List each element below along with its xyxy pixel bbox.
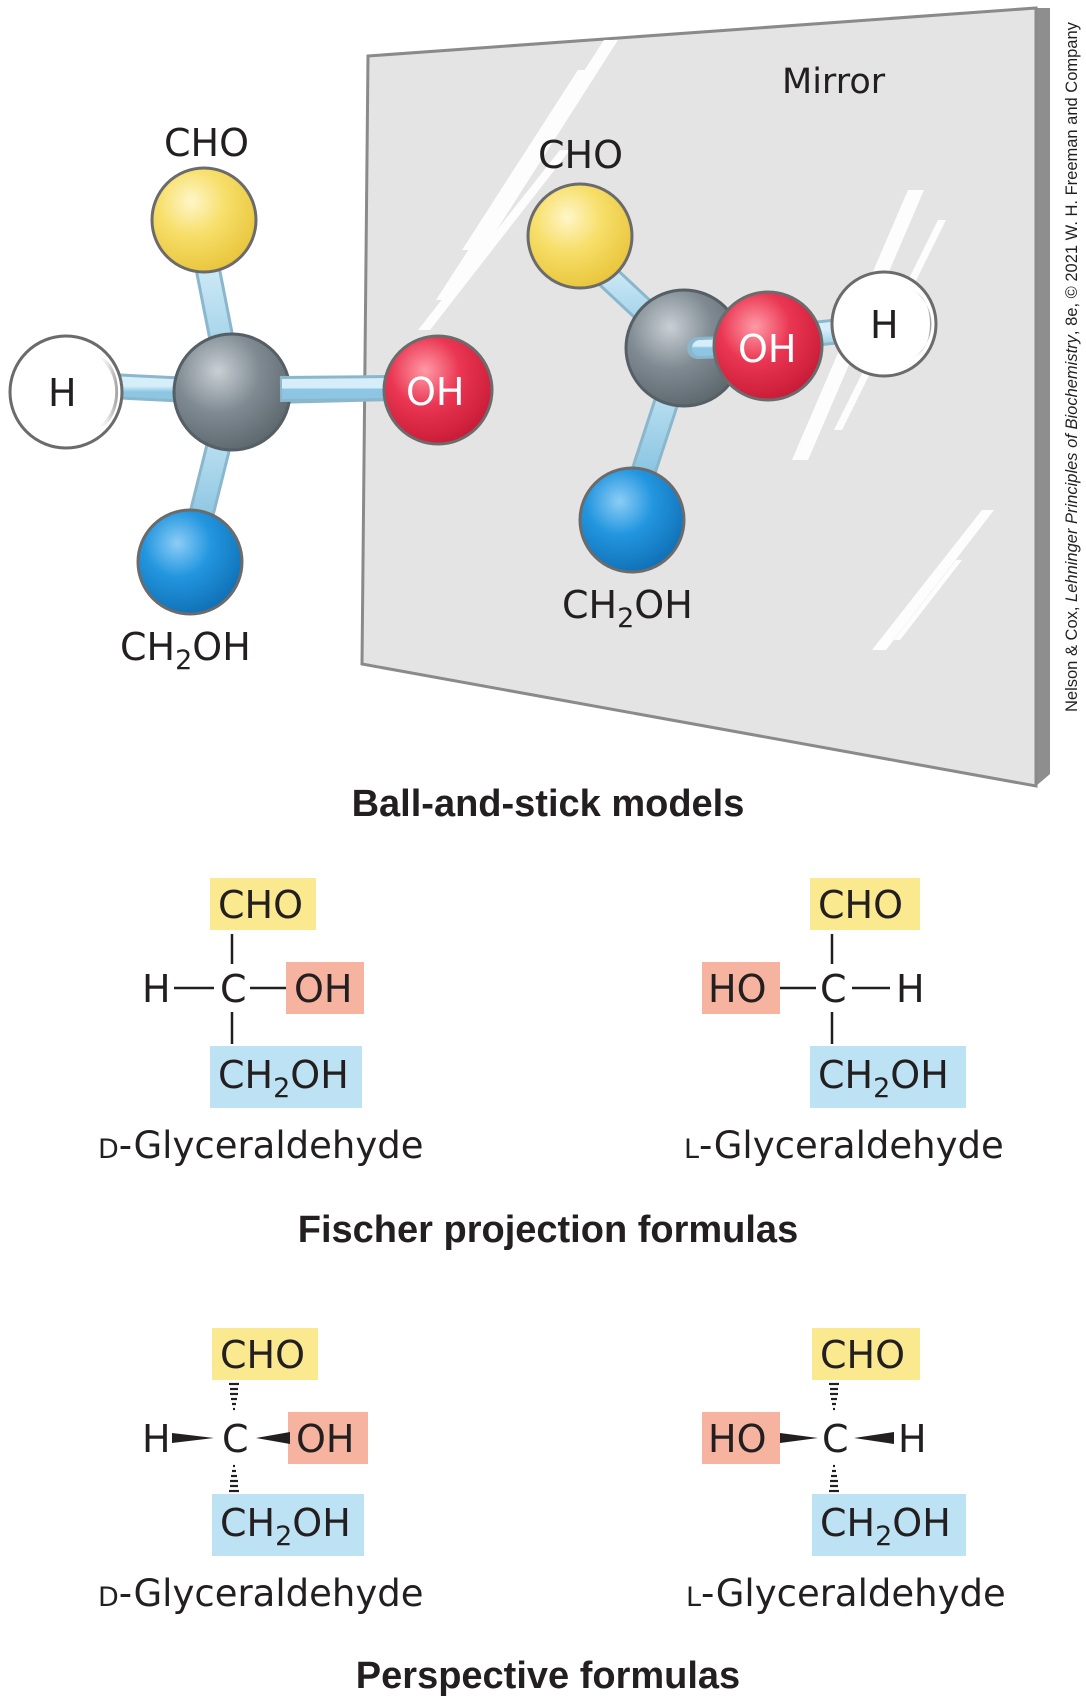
fischer-l-ch2oh-box (810, 1046, 966, 1108)
fischer-l-ho: HO (708, 967, 766, 1011)
ball-and-stick-caption: Ball-and-stick models (352, 783, 745, 825)
fischer-l-ch2oh: CH2OH (818, 1053, 949, 1104)
fischer-d-cho: CHO (218, 883, 303, 927)
perspective-d-oh-box (288, 1412, 368, 1464)
perspective-l-name: L-Glyceraldehyde (686, 1572, 1006, 1615)
fischer-l-name: L-Glyceraldehyde (684, 1124, 1004, 1167)
perspective-l: CHO HO C H CH2OH L-Glyceraldehyde (686, 1328, 1006, 1615)
right-cho-atom (526, 182, 634, 290)
perspective-l-h: H (898, 1417, 927, 1461)
fischer-l-bonds (780, 934, 890, 1044)
perspective-d-h: H (142, 1417, 171, 1461)
fischer-l-ho-box (702, 962, 780, 1014)
right-hydrogen-atom (830, 270, 938, 378)
fischer-d-ch2oh-box (210, 1046, 362, 1108)
fischer-l-cho-box (810, 878, 920, 930)
fischer-d-ch2oh: CH2OH (218, 1053, 349, 1104)
perspective-d-oh: OH (296, 1417, 354, 1461)
perspective-d-name: D-Glyceraldehyde (98, 1572, 423, 1615)
right-ch2oh-label: CH2OH (562, 583, 693, 634)
perspective-l-ch2oh: CH2OH (820, 1501, 951, 1552)
right-oh-atom (712, 290, 824, 402)
perspective-caption: Perspective formulas (356, 1655, 740, 1697)
perspective-l-solid-wedges (780, 1432, 894, 1444)
right-h-label: H (870, 303, 899, 347)
left-ch2oh-atom (136, 508, 244, 616)
fischer-d-bonds (174, 934, 286, 1044)
left-oh-atom (382, 334, 494, 446)
fischer-d-h: H (142, 967, 171, 1011)
fischer-l-h: H (896, 967, 925, 1011)
right-cho-label: CHO (538, 133, 623, 177)
perspective-l-dashed-wedges (829, 1382, 839, 1493)
perspective-d-dashed-wedges (229, 1382, 239, 1493)
fischer-d-cho-box (210, 878, 316, 930)
perspective-d-ch2oh-box (212, 1494, 364, 1556)
perspective-l-ho: HO (708, 1417, 766, 1461)
fischer-d-name: D-Glyceraldehyde (98, 1124, 423, 1167)
perspective-d-ch2oh: CH2OH (220, 1501, 351, 1552)
perspective-d-solid-wedges (172, 1432, 290, 1444)
fischer-caption: Fischer projection formulas (298, 1209, 798, 1251)
fischer-d-c: C (220, 967, 247, 1011)
fischer-l-c: C (820, 967, 847, 1011)
fischer-l-cho: CHO (818, 883, 903, 927)
perspective-d-cho: CHO (220, 1333, 305, 1377)
mirror-edge (1036, 8, 1050, 786)
right-oh-label: OH (738, 327, 796, 371)
perspective-d-cho-box (212, 1328, 318, 1380)
fischer-d-oh-box (286, 962, 364, 1014)
perspective-l-ho-box (702, 1412, 780, 1464)
perspective-l-cho: CHO (820, 1333, 905, 1377)
left-hydrogen-atom (8, 334, 124, 450)
left-carbon-atom (172, 332, 393, 452)
fischer-d: CHO H C OH CH2OH D-Glyceraldehyde (98, 878, 423, 1167)
perspective-l-cho-box (812, 1328, 920, 1380)
right-ch2oh-atom (578, 466, 686, 574)
fischer-d-oh: OH (294, 967, 352, 1011)
perspective-l-ch2oh-box (812, 1494, 966, 1556)
perspective-d: CHO H C OH CH2OH D-Glyceraldehyde (98, 1328, 423, 1615)
left-molecule: CHO H OH CH2OH (8, 121, 494, 676)
left-cho-label: CHO (164, 121, 249, 165)
left-h-label: H (48, 371, 77, 415)
credit-line: Nelson & Cox, Lehninger Principles of Bi… (1063, 21, 1081, 712)
right-molecule: CHO H OH CH2OH (526, 133, 938, 634)
mirror-label: Mirror (782, 62, 886, 102)
left-oh-label: OH (406, 370, 464, 414)
left-ch2oh-label: CH2OH (120, 625, 251, 676)
left-cho-atom (150, 166, 258, 274)
perspective-d-c: C (222, 1417, 249, 1461)
fischer-l: CHO HO C H CH2OH L-Glyceraldehyde (684, 878, 1004, 1167)
perspective-l-c: C (822, 1417, 849, 1461)
